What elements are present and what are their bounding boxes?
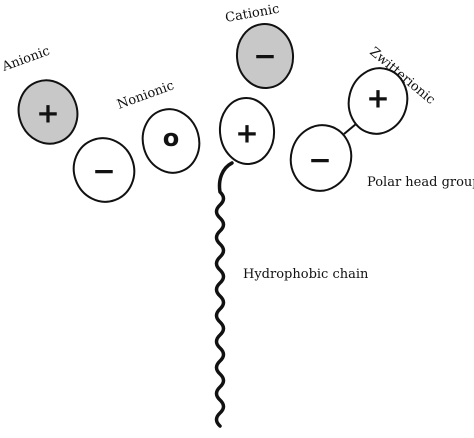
anionic-positive-sign: + xyxy=(36,97,59,130)
cationic-label: Cationic xyxy=(224,2,280,26)
cationic-negative-sign: − xyxy=(253,40,276,73)
nonionic-label: Nonionic xyxy=(115,78,176,112)
anionic-head-negative xyxy=(72,137,136,203)
cationic-positive-sign: + xyxy=(235,117,258,150)
hydrophobic-chain-tail xyxy=(214,161,234,428)
anionic-head-positive xyxy=(17,79,79,145)
zwitterionic-positive-sign: + xyxy=(366,82,389,115)
anionic-label: Anionic xyxy=(0,44,52,75)
zwitterionic-negative-sign: − xyxy=(308,144,331,177)
anionic-group: Anionic + − xyxy=(0,44,136,203)
cationic-head-negative xyxy=(235,23,295,89)
zwitterionic-head-positive xyxy=(347,67,409,135)
nonionic-neutral-sign: o xyxy=(163,124,180,152)
cationic-group: Cationic − + xyxy=(218,2,295,165)
polar-head-group-label: Polar head group xyxy=(367,175,474,190)
anionic-negative-sign: − xyxy=(92,155,115,188)
cationic-head-positive xyxy=(218,97,276,165)
nonionic-head xyxy=(141,108,201,174)
zwitterionic-head-negative xyxy=(289,124,353,192)
zwitterionic-bond xyxy=(343,123,357,135)
hydrophobic-chain-label: Hydrophobic chain xyxy=(243,267,369,282)
